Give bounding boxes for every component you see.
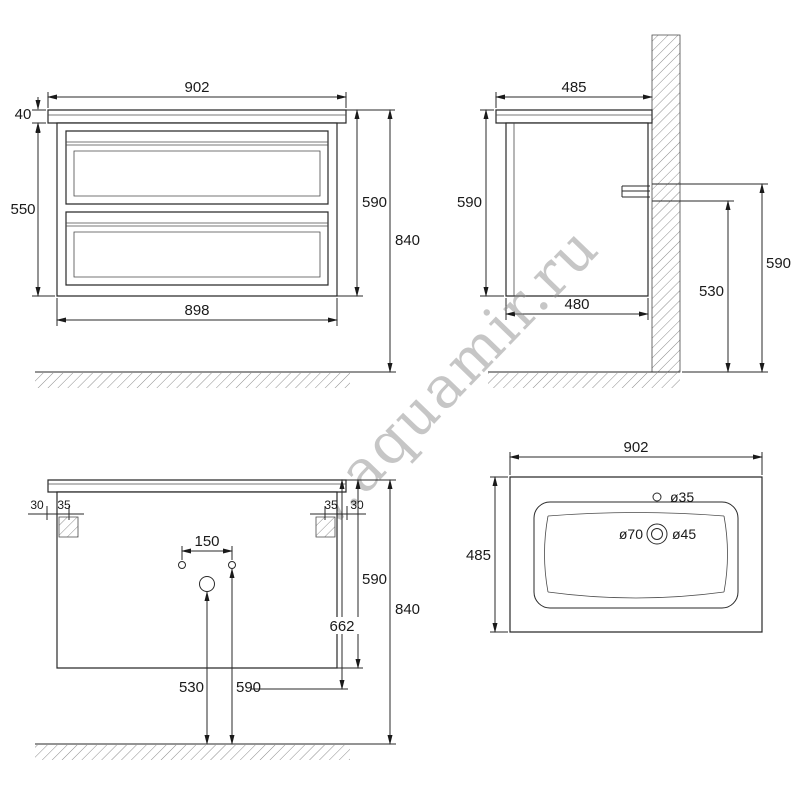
dim-back-left-offset-outer: 30 <box>30 498 44 512</box>
front-dim-countertop-thickness: 40 <box>15 97 46 136</box>
back-floor <box>35 744 350 760</box>
dim-back-hole-spacing: 150 <box>194 533 219 550</box>
dim-side-top-height: 590 <box>766 255 791 272</box>
side-dim-top-depth: 485 <box>495 79 653 108</box>
back-dim-drain: 662 <box>250 479 359 690</box>
back-view: 30 35 35 30 150 590 6 <box>28 479 420 760</box>
dim-back-total-height: 840 <box>395 601 420 618</box>
dim-side-bottom-depth: 480 <box>564 296 589 313</box>
back-dim-hole-spacing: 150 <box>181 533 233 560</box>
back-dim-drain-height: 530 <box>179 591 210 745</box>
back-panel <box>57 492 337 668</box>
side-wall <box>652 35 680 372</box>
back-fixing-hole-left <box>179 562 186 569</box>
back-dim-total-height: 840 <box>346 479 420 745</box>
front-dim-cabinet-height: 550 <box>10 122 55 297</box>
dim-sink-overflow-diameter: ø35 <box>670 489 694 505</box>
side-countertop <box>496 110 652 123</box>
sink-drain-outer <box>647 524 667 544</box>
dim-sink-drain-outer-diameter: ø70 <box>619 526 643 542</box>
sink-dim-depth: 485 <box>466 476 508 633</box>
sink-dim-width: 902 <box>509 439 763 475</box>
dim-back-drain: 662 <box>329 618 354 635</box>
back-countertop <box>48 480 346 492</box>
sink-basin <box>534 502 738 608</box>
dim-front-bottom-width: 898 <box>184 302 209 319</box>
dim-back-drain-height: 530 <box>179 679 204 696</box>
side-view: 485 590 530 590 480 <box>457 35 791 388</box>
dim-back-right-offset-outer: 30 <box>350 498 364 512</box>
side-floor <box>488 372 680 388</box>
front-countertop <box>48 110 346 123</box>
back-dim-height: 590 <box>337 479 387 669</box>
dim-back-height: 590 <box>362 571 387 588</box>
dim-front-top-width: 902 <box>184 79 209 96</box>
front-dim-total-height: 840 <box>350 109 420 373</box>
dim-sink-width: 902 <box>623 439 648 456</box>
dim-front-total-height: 840 <box>395 232 420 249</box>
dim-front-overall-height: 590 <box>362 194 387 211</box>
side-mounting-rail <box>622 186 650 197</box>
dim-side-top-depth: 485 <box>561 79 586 96</box>
dim-side-rail-height: 530 <box>699 283 724 300</box>
sink-top-view: ø35 ø70 ø45 902 485 <box>466 439 763 633</box>
side-dim-top-height: 590 <box>652 183 791 373</box>
front-drawer-top <box>66 131 328 204</box>
dim-front-countertop-thickness: 40 <box>15 106 32 123</box>
back-dim-left-offsets: 30 35 <box>28 498 84 520</box>
side-dim-rail-height: 530 <box>652 200 768 373</box>
dim-back-right-offset-inner: 35 <box>324 498 338 512</box>
side-cabinet-body <box>506 123 648 296</box>
front-dim-overall-height: 590 <box>337 109 395 297</box>
front-dim-bottom-width: 898 <box>56 298 338 326</box>
front-drawer-bottom <box>66 212 328 285</box>
dim-back-holes-height: 590 <box>236 679 261 696</box>
side-dim-height: 590 <box>457 109 504 297</box>
sink-overflow-hole <box>653 493 661 501</box>
front-floor <box>35 372 350 388</box>
sink-drain-inner <box>652 529 663 540</box>
side-dim-bottom-depth: 480 <box>505 296 649 320</box>
front-view: 902 40 550 590 840 <box>10 79 420 388</box>
dim-back-left-offset-inner: 35 <box>57 498 71 512</box>
front-dim-top-width: 902 <box>47 79 347 108</box>
back-dim-holes-height: 590 <box>229 568 261 745</box>
dim-side-height: 590 <box>457 194 482 211</box>
dim-sink-drain-inner-diameter: ø45 <box>672 526 696 542</box>
sink-outline <box>510 477 762 632</box>
dim-front-cabinet-height: 550 <box>10 201 35 218</box>
dim-sink-depth: 485 <box>466 547 491 564</box>
